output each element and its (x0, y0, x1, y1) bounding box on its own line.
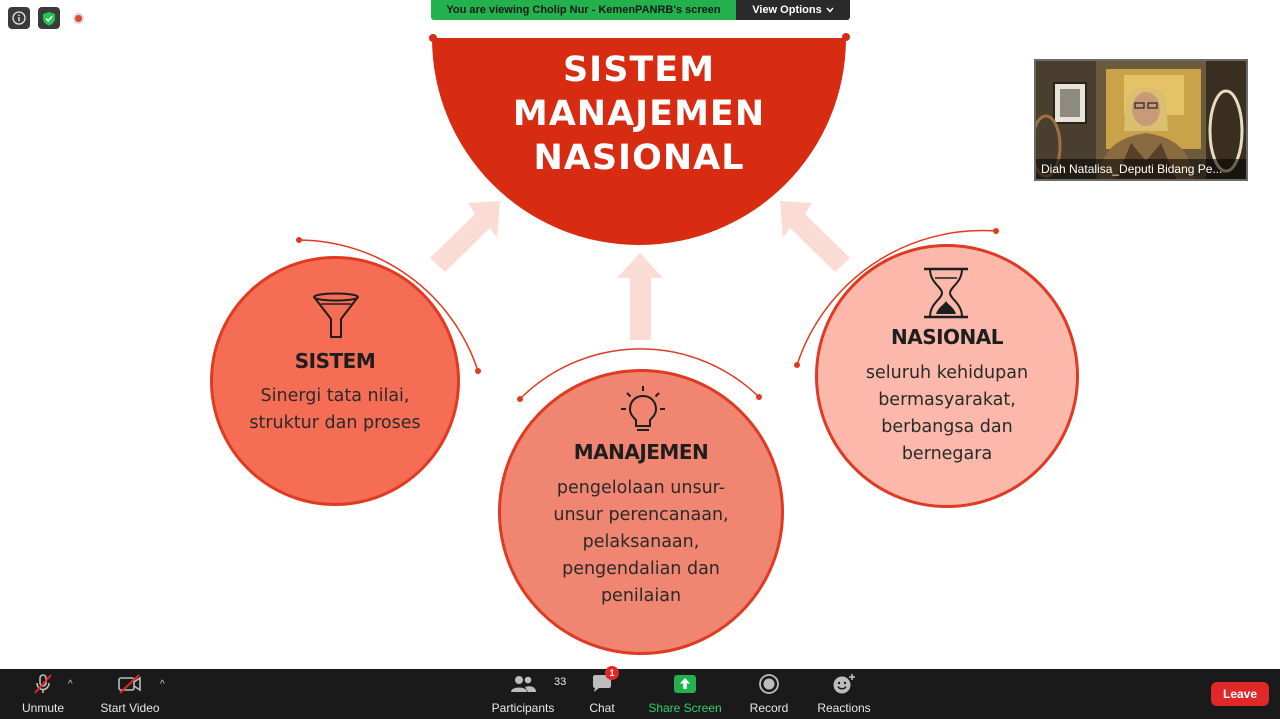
share-screen-label: Share Screen (648, 701, 722, 715)
arc-nasional (796, 229, 997, 366)
slide-title: SISTEM MANAJEMEN NASIONAL (432, 48, 846, 180)
manajemen-description: pengelolaan unsur- unsur perencanaan, pe… (501, 475, 781, 610)
view-options-button[interactable]: View Options (736, 0, 850, 20)
audio-options-caret-icon[interactable]: ^ (68, 679, 73, 690)
arc-manajemen (519, 348, 760, 400)
viewing-screen-text: You are viewing Cholip Nur - KemenPANRB'… (431, 0, 736, 20)
manajemen-circle: MANAJEMEN pengelolaan unsur- unsur peren… (498, 369, 784, 655)
record-button[interactable]: Record (749, 669, 789, 719)
share-screen-arrow-icon (674, 675, 696, 693)
participants-button[interactable]: 33 Participants (491, 669, 566, 719)
hourglass-icon (924, 267, 968, 319)
participants-count: 33 (554, 676, 567, 688)
smiley-plus-icon (833, 674, 855, 694)
title-line-2: MANAJEMEN (512, 94, 766, 134)
participant-video-tile[interactable]: Diah Natalisa_Deputi Bidang Pe... (1034, 59, 1248, 181)
manajemen-title: MANAJEMEN (573, 440, 709, 464)
title-semicircle (432, 38, 846, 245)
slide-graphics (296, 33, 999, 402)
nasional-desc-line: bernegara (901, 444, 993, 464)
sistem-circle: SISTEM Sinergi tata nilai, struktur dan … (210, 256, 460, 506)
nasional-desc-line: seluruh kehidupan (865, 363, 1029, 383)
unmute-label: Unmute (21, 701, 65, 715)
leave-button[interactable]: Leave (1211, 682, 1269, 706)
microphone-muted-icon (34, 674, 52, 694)
manajemen-desc-line: pelaksanaan, (582, 532, 700, 552)
chat-label: Chat (589, 701, 615, 715)
chat-bubble-icon (593, 675, 611, 692)
manajemen-desc-line: unsur perencanaan, (553, 505, 729, 525)
video-camera-off-icon (118, 674, 141, 694)
participants-label: Participants (491, 701, 555, 715)
title-line-1: SISTEM (562, 50, 716, 90)
arc-sistem (298, 239, 479, 372)
nasional-desc-line: bermasyarakat, (878, 390, 1016, 410)
reactions-label: Reactions (817, 701, 871, 715)
unmute-button[interactable]: Unmute (15, 669, 71, 719)
arrow-left (430, 201, 500, 272)
arrow-center (617, 253, 663, 340)
chat-unread-badge: 1 (605, 666, 619, 680)
participants-icon (511, 676, 536, 692)
record-label: Record (749, 701, 789, 715)
sistem-desc-line: struktur dan proses (249, 413, 421, 433)
nasional-title: NASIONAL (890, 325, 1004, 349)
recording-indicator-icon (73, 13, 84, 24)
share-banner: You are viewing Cholip Nur - KemenPANRB'… (431, 0, 850, 20)
reactions-button[interactable]: Reactions (817, 669, 871, 719)
share-screen-button[interactable]: Share Screen (648, 669, 722, 719)
sistem-description: Sinergi tata nilai, struktur dan proses (213, 383, 457, 437)
shared-screen-area: You are viewing Cholip Nur - KemenPANRB'… (8, 0, 1248, 655)
start-video-button[interactable]: Start Video (99, 669, 161, 719)
nasional-description: seluruh kehidupan bermasyarakat, berbang… (818, 360, 1076, 468)
arrow-right (780, 201, 850, 272)
view-options-label: View Options (752, 4, 822, 16)
nasional-desc-line: berbangsa dan (881, 417, 1013, 437)
chat-button[interactable]: 1 Chat (584, 666, 620, 719)
meeting-toolbar: Unmute ^ Start Video ^ 33 Participants (0, 666, 1280, 719)
meeting-info-icon[interactable] (8, 7, 30, 29)
record-icon (759, 674, 779, 694)
sistem-desc-line: Sinergi tata nilai, (260, 386, 410, 406)
lightbulb-icon (621, 386, 665, 431)
funnel-icon (313, 292, 359, 338)
participant-name-label: Diah Natalisa_Deputi Bidang Pe... (1036, 159, 1246, 179)
manajemen-desc-line: pengelolaan unsur- (556, 478, 726, 498)
sistem-title: SISTEM (294, 349, 376, 373)
encryption-shield-icon[interactable] (38, 7, 60, 29)
video-options-caret-icon[interactable]: ^ (160, 679, 165, 690)
chevron-down-icon (826, 7, 834, 13)
title-line-3: NASIONAL (533, 138, 745, 178)
manajemen-desc-line: penilaian (600, 586, 682, 606)
nasional-circle: NASIONAL seluruh kehidupan bermasyarakat… (815, 244, 1079, 508)
start-video-label: Start Video (100, 701, 160, 715)
manajemen-desc-line: pengendalian dan (562, 559, 720, 579)
